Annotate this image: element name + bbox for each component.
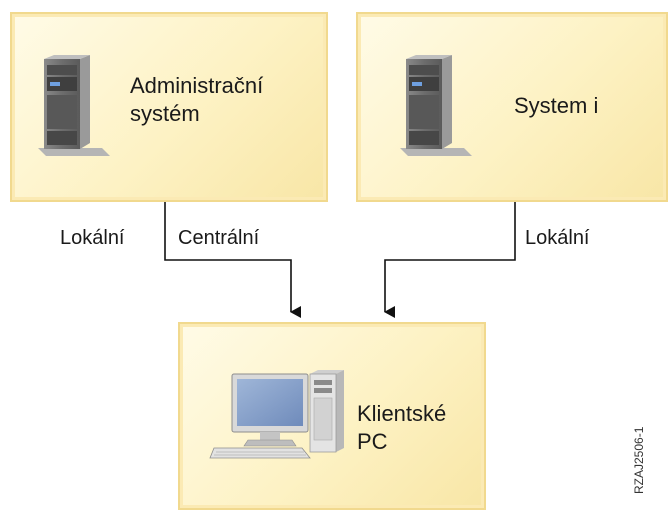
server-tower-icon [38, 55, 110, 156]
connection-label-central: Centrální [178, 227, 260, 249]
desktop-pc-icon [209, 370, 344, 459]
figure-code: RZAJ2506-1 [632, 426, 646, 494]
connection-label-local-admin: Lokální [60, 227, 125, 249]
connector-admin-client [164, 202, 301, 318]
admin-system-label-line2: systém [130, 101, 200, 126]
client-pc-label-line2: PC [357, 429, 388, 454]
client-pc-label: Klientské PC [357, 400, 446, 456]
server-tower-icon [400, 55, 472, 156]
client-pc-label-line1: Klientské [357, 401, 447, 426]
admin-system-label-line1: Administrační [130, 73, 264, 98]
admin-system-label: Administrační systém [130, 72, 263, 128]
system-i-label: System i [514, 93, 599, 118]
connector-systemi-client [384, 202, 516, 318]
connection-label-local-systemi: Lokální [525, 227, 590, 249]
